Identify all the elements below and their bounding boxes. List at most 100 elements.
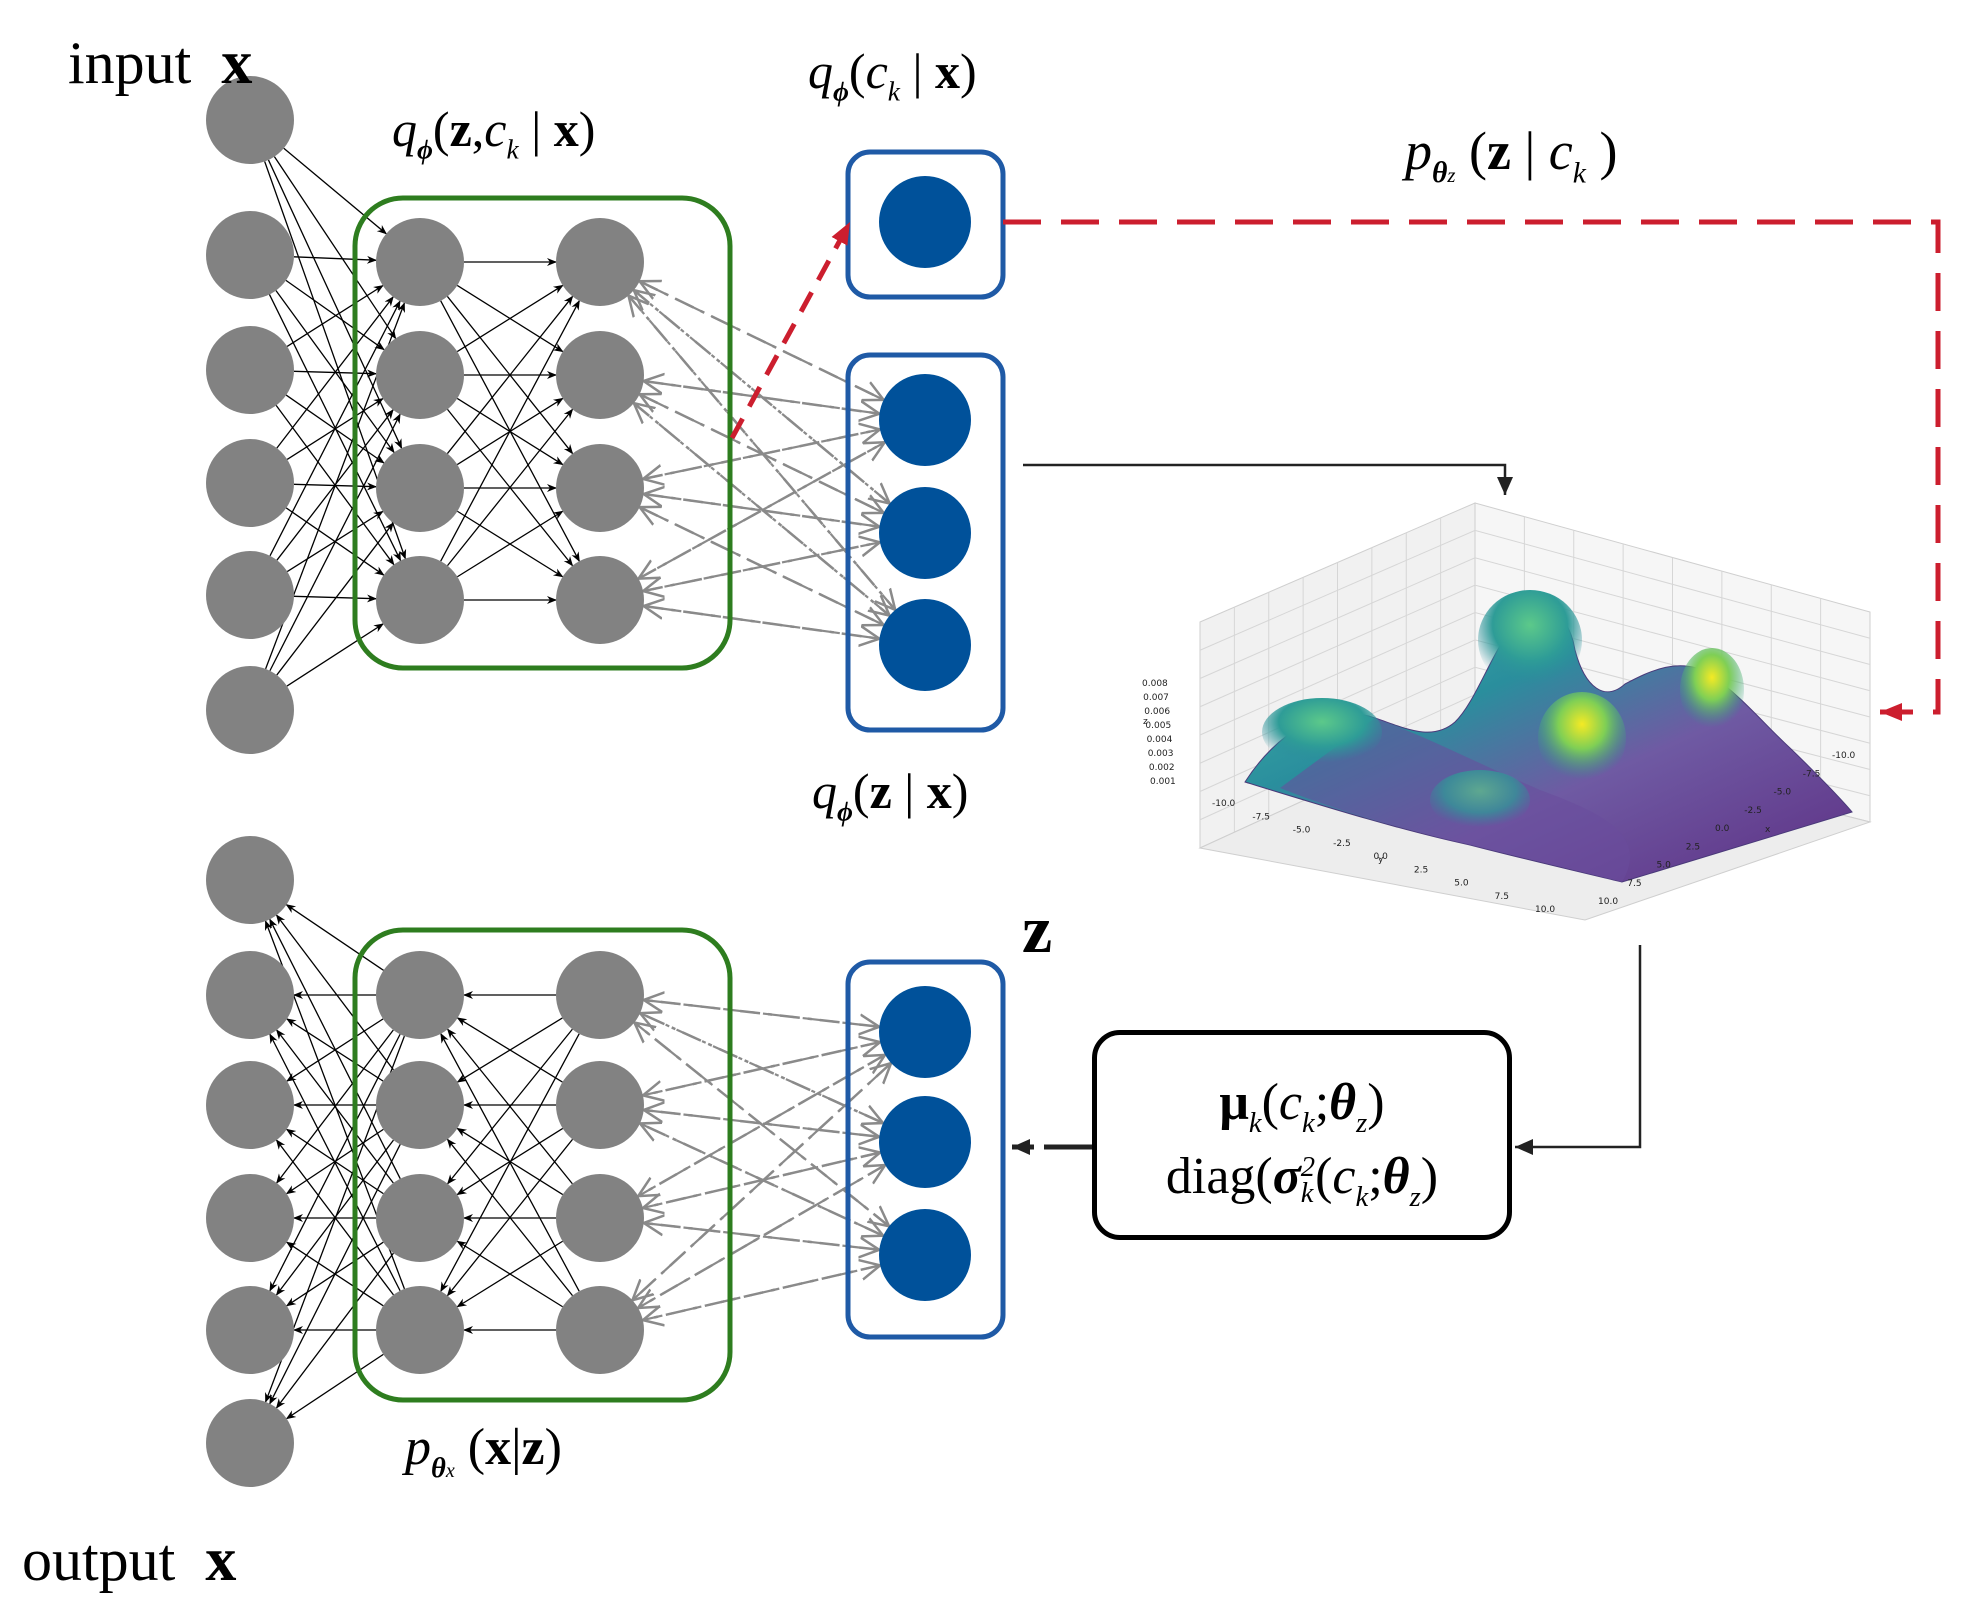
- decoder-edge: [285, 1353, 384, 1420]
- decoder-latent-edge: [642, 1152, 880, 1210]
- decoder-edge: [269, 1033, 401, 1292]
- output-neuron: [206, 1174, 294, 1262]
- encoder-edge: [273, 156, 397, 340]
- input-x-symbol: x: [221, 29, 253, 97]
- density-peak-teal-top: [1478, 590, 1582, 690]
- output-neuron: [206, 951, 294, 1039]
- encoder-hidden-neuron: [556, 331, 644, 419]
- decoder-latent-edge: [631, 1063, 891, 1302]
- encoder-latent-unit: [879, 487, 971, 579]
- plot-grid-line: [1199, 529, 1871, 651]
- plot-y-tick: -7.5: [1252, 812, 1270, 822]
- cluster-posterior-label: qϕ(ck | x): [808, 43, 977, 107]
- encoder-edge: [440, 299, 580, 562]
- encoder-edge: [286, 285, 384, 347]
- encoder-edge: [285, 279, 385, 351]
- encoder-latent-edge: [637, 442, 884, 580]
- plot-y-tick: 7.5: [1495, 892, 1509, 902]
- input-neuron: [206, 326, 294, 414]
- decoder-hidden-box: [352, 927, 733, 1403]
- encoder-hidden-neuron: [556, 556, 644, 644]
- decoder-edge: [275, 1139, 394, 1296]
- output-neuron: [206, 1286, 294, 1374]
- input-neuron: [206, 211, 294, 299]
- input-label: input x: [68, 29, 253, 97]
- plot-z-tick: 0.004: [1147, 735, 1173, 745]
- plot-z-tick: 0.006: [1144, 707, 1170, 717]
- plot-z-tick: 0.007: [1143, 693, 1169, 703]
- mean-parameter: μk(ck;θz): [1219, 1074, 1385, 1139]
- plot-y-tick: -2.5: [1333, 839, 1351, 849]
- plot-x-tick: 2.5: [1686, 842, 1700, 852]
- encoder-edge: [446, 295, 574, 454]
- encoder-edge: [293, 255, 378, 264]
- input-neuron: [206, 439, 294, 527]
- decoder-latent-edge: [642, 1042, 880, 1097]
- encoder-edge: [457, 510, 564, 578]
- plot-y-tick: 5.0: [1454, 879, 1469, 889]
- encoder-hidden-neuron: [556, 444, 644, 532]
- plot-y-tick: -5.0: [1293, 826, 1311, 836]
- latent-to-plot-arrow: [1023, 463, 1513, 495]
- input-neuron: [206, 76, 294, 164]
- gaussian-mixture-surface-plot: 0.0080.0070.0060.0050.0040.0030.0020.001…: [1142, 502, 1872, 921]
- plot-z-axis-label: z: [1143, 717, 1148, 727]
- latent-posterior-label: qϕ(z | x): [812, 763, 969, 827]
- decoder-edge: [447, 1028, 573, 1185]
- plot-z-tick: 0.005: [1145, 721, 1171, 731]
- output-label: output x: [22, 1526, 237, 1594]
- encoder-latent-box: [845, 352, 1006, 733]
- decoder-latent-unit: [879, 986, 971, 1078]
- decoder-hidden-neuron: [376, 951, 464, 1039]
- output-neuron: [206, 1061, 294, 1149]
- encoder-joint-label: qϕ(z,ck | x): [392, 101, 596, 165]
- plot-grid-line: [1199, 557, 1871, 679]
- decoder-edge: [285, 904, 384, 971]
- plot-x-axis-label: x: [1765, 825, 1771, 835]
- plot-grid-line: [1199, 584, 1871, 708]
- plot-x-tick: 5.0: [1657, 861, 1672, 871]
- plot-z-tick: 0.001: [1150, 777, 1176, 787]
- encoder-latent-unit: [879, 599, 971, 691]
- encoder-edge: [269, 300, 401, 557]
- encoder-edge: [276, 296, 394, 449]
- latent-feedback-edge: [640, 507, 885, 626]
- decoder-latent-unit: [879, 1209, 971, 1301]
- encoder-edge: [456, 284, 564, 353]
- network-neurons: [206, 76, 971, 1487]
- output-neuron: [206, 836, 294, 924]
- plot-x-tick: 10.0: [1598, 897, 1618, 907]
- plot-x-tick: -5.0: [1774, 788, 1792, 798]
- decoder-latent-edge: [637, 1055, 885, 1198]
- decoder-hidden-neuron: [376, 1286, 464, 1374]
- encoder-hidden-neuron: [376, 331, 464, 419]
- output-neuron: [206, 1399, 294, 1487]
- encoder-edge: [269, 413, 401, 672]
- decoder-latent-edge: [642, 1265, 880, 1322]
- encoder-hidden-neuron: [556, 218, 644, 306]
- density-peak-teal-left: [1262, 698, 1382, 766]
- plot-y-tick: 0.0: [1374, 852, 1389, 862]
- plot-y-axis-label: y: [1378, 855, 1384, 865]
- encoder-edge: [286, 623, 384, 687]
- encoder-edge: [276, 522, 394, 676]
- decoder-hidden-neuron: [556, 951, 644, 1039]
- plot-z-tick: 0.003: [1148, 749, 1174, 759]
- encoder-edge: [446, 408, 574, 567]
- input-neuron: [206, 666, 294, 754]
- decoder-hidden-neuron: [556, 1061, 644, 1149]
- plot-x-tick: 7.5: [1627, 879, 1641, 889]
- decoder-hidden-neuron: [376, 1174, 464, 1262]
- decoder-edge: [269, 918, 401, 1179]
- decoder-hidden-neuron: [376, 1061, 464, 1149]
- encoder-edge: [283, 147, 387, 235]
- decoder-edge: [285, 1241, 384, 1307]
- encoder-to-latent-connections: [628, 281, 895, 638]
- latent-feedback-edge: [628, 296, 897, 611]
- latent-z-label: z: [1022, 891, 1053, 967]
- cluster-dashed-arrow: [729, 220, 853, 440]
- encoder-hidden-box: [352, 195, 733, 671]
